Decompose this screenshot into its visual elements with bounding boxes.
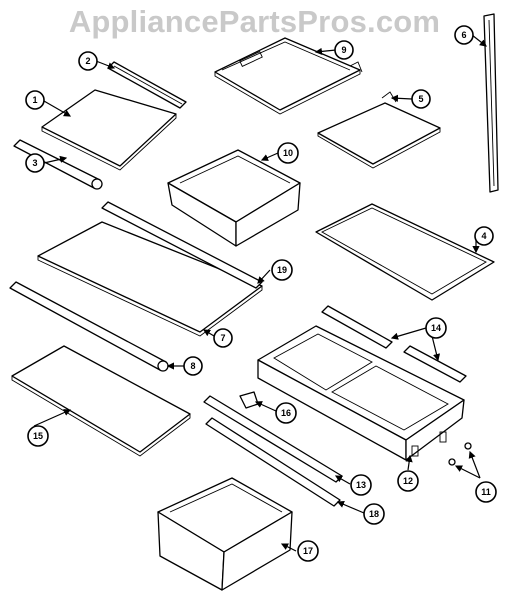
callout-4: 4: [474, 226, 494, 246]
svg-text:15: 15: [33, 431, 43, 441]
part-3-trim: [13, 139, 103, 190]
part-9-shelf: [214, 37, 363, 115]
callout-7: 7: [213, 328, 233, 348]
svg-text:18: 18: [369, 509, 379, 519]
part-4-shelf: [315, 203, 495, 301]
part-7-shelf: [37, 221, 263, 337]
callout-13: 13: [350, 474, 372, 496]
svg-text:6: 6: [461, 30, 466, 40]
callout-14: 14: [425, 317, 447, 339]
part-15-panel: [11, 345, 191, 457]
part-18-rail: [205, 417, 341, 507]
callout-18: 18: [363, 503, 385, 525]
svg-text:13: 13: [356, 480, 366, 490]
callout-16: 16: [275, 402, 297, 424]
svg-text:2: 2: [85, 56, 90, 66]
svg-text:11: 11: [481, 487, 491, 497]
part-12-frame: [257, 325, 465, 461]
callout-8: 8: [183, 356, 203, 376]
callout-11: 11: [475, 481, 497, 503]
callout-15: 15: [27, 425, 49, 447]
part-16-bracket: [239, 391, 259, 409]
callout-2: 2: [78, 51, 98, 71]
callout-19: 19: [271, 259, 293, 281]
callout-1: 1: [25, 90, 45, 110]
callout-9: 9: [334, 40, 354, 60]
svg-text:14: 14: [431, 323, 441, 333]
part-11-screws: [448, 442, 472, 466]
callout-6: 6: [454, 25, 474, 45]
svg-text:12: 12: [403, 476, 413, 486]
svg-text:5: 5: [418, 94, 423, 104]
svg-text:1: 1: [32, 95, 37, 105]
part-10-drawer: [167, 149, 301, 247]
svg-text:19: 19: [277, 265, 287, 275]
callout-10: 10: [277, 142, 299, 164]
svg-text:4: 4: [481, 231, 486, 241]
svg-text:3: 3: [32, 158, 37, 168]
svg-text:10: 10: [283, 148, 293, 158]
callout-12: 12: [397, 470, 419, 492]
svg-text:8: 8: [190, 361, 195, 371]
callout-3: 3: [25, 153, 45, 173]
leader-lines: [33, 34, 487, 552]
part-14-rails: [321, 305, 467, 383]
callout-17: 17: [297, 540, 319, 562]
part-1-shelf: [41, 89, 177, 171]
part-17-drawer: [157, 477, 293, 591]
svg-text:16: 16: [281, 408, 291, 418]
svg-text:7: 7: [220, 333, 225, 343]
part-6-rail: [483, 13, 499, 193]
svg-text:17: 17: [303, 546, 313, 556]
callout-5: 5: [411, 89, 431, 109]
svg-text:9: 9: [341, 45, 346, 55]
